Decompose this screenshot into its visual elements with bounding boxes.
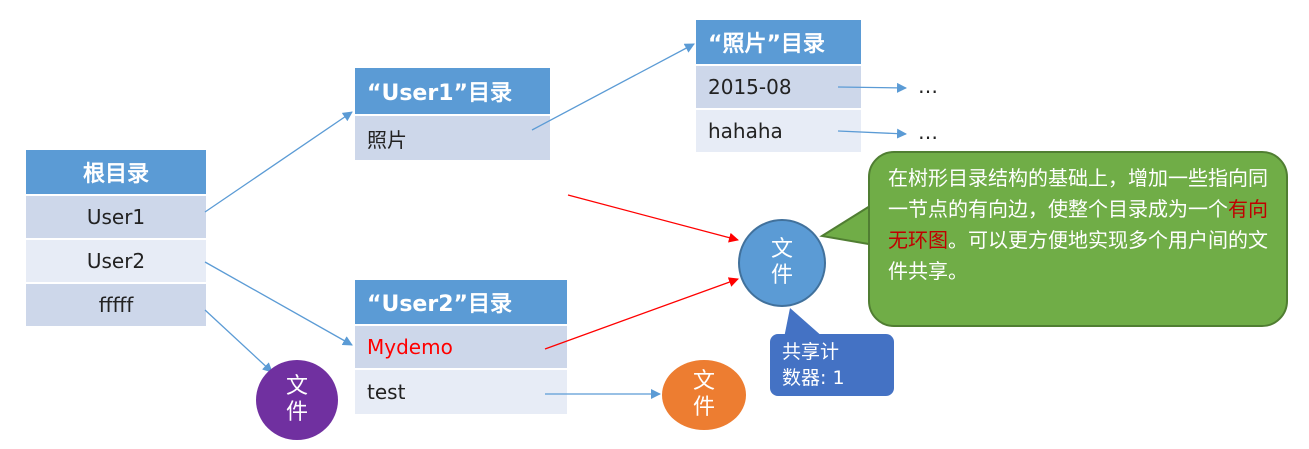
shared-file-node: 文件	[738, 219, 826, 307]
photo-directory-header: “照片”目录	[696, 20, 861, 64]
blue-callout-tail	[784, 308, 824, 338]
root-item-user2: User2	[26, 238, 206, 282]
photo-item-2015-08: 2015-08	[696, 64, 861, 108]
shared-file-label: 文件	[770, 237, 793, 288]
arrow-fffff-to-purple-file	[204, 309, 273, 373]
arrow-user1-to-user1-dir	[204, 111, 353, 213]
callout-text-before: 在树形目录结构的基础上，增加一些指向同一节点的有向边，使整个目录成为一个	[888, 166, 1268, 221]
share-counter-line1: 共享计	[782, 341, 840, 363]
root-item-user1: User1	[26, 194, 206, 238]
callout-text-after: 。可以更方便地实现多个用户间的文件共享。	[888, 228, 1268, 283]
arrow-hahaha-to-ellipsis	[837, 128, 907, 139]
share-counter-callout: 共享计 数器: 1	[770, 334, 894, 396]
share-counter-line2: 数器: 1	[782, 367, 845, 389]
user2-item-mydemo: Mydemo	[355, 324, 567, 368]
orange-file-node: 文件	[662, 360, 746, 430]
photo-item-hahaha: hahaha	[696, 108, 861, 152]
user2-directory-table: “User2”目录 Mydemo test	[355, 280, 567, 414]
arrow-shared-edge-to-file	[567, 194, 739, 243]
user2-directory-header: “User2”目录	[355, 280, 567, 324]
ellipsis-2015-08: …	[918, 74, 938, 98]
orange-file-label: 文件	[692, 369, 715, 420]
arrow-user2-to-user2-dir	[204, 261, 353, 346]
callout-highlight: 有向无环图	[888, 197, 1268, 252]
purple-file-node: 文件	[256, 360, 338, 440]
photo-directory-table: “照片”目录 2015-08 hahaha	[696, 20, 861, 152]
arrow-photos-to-photo-dir	[531, 43, 695, 131]
user1-item-photos: 照片	[355, 114, 550, 160]
ellipsis-hahaha: …	[918, 120, 938, 144]
user2-item-test: test	[355, 368, 567, 414]
user1-directory-header: “User1”目录	[355, 68, 550, 114]
arrow-2015-08-to-ellipsis	[837, 82, 907, 93]
root-directory-table: 根目录 User1 User2 fffff	[26, 150, 206, 326]
arrow-mydemo-to-file	[544, 277, 739, 350]
user1-directory-table: “User1”目录 照片	[355, 68, 550, 160]
purple-file-label: 文件	[285, 374, 308, 425]
root-item-fffff: fffff	[26, 282, 206, 326]
root-directory-header: 根目录	[26, 150, 206, 194]
explanation-callout: 在树形目录结构的基础上，增加一些指向同一节点的有向边，使整个目录成为一个有向无环…	[868, 151, 1288, 327]
